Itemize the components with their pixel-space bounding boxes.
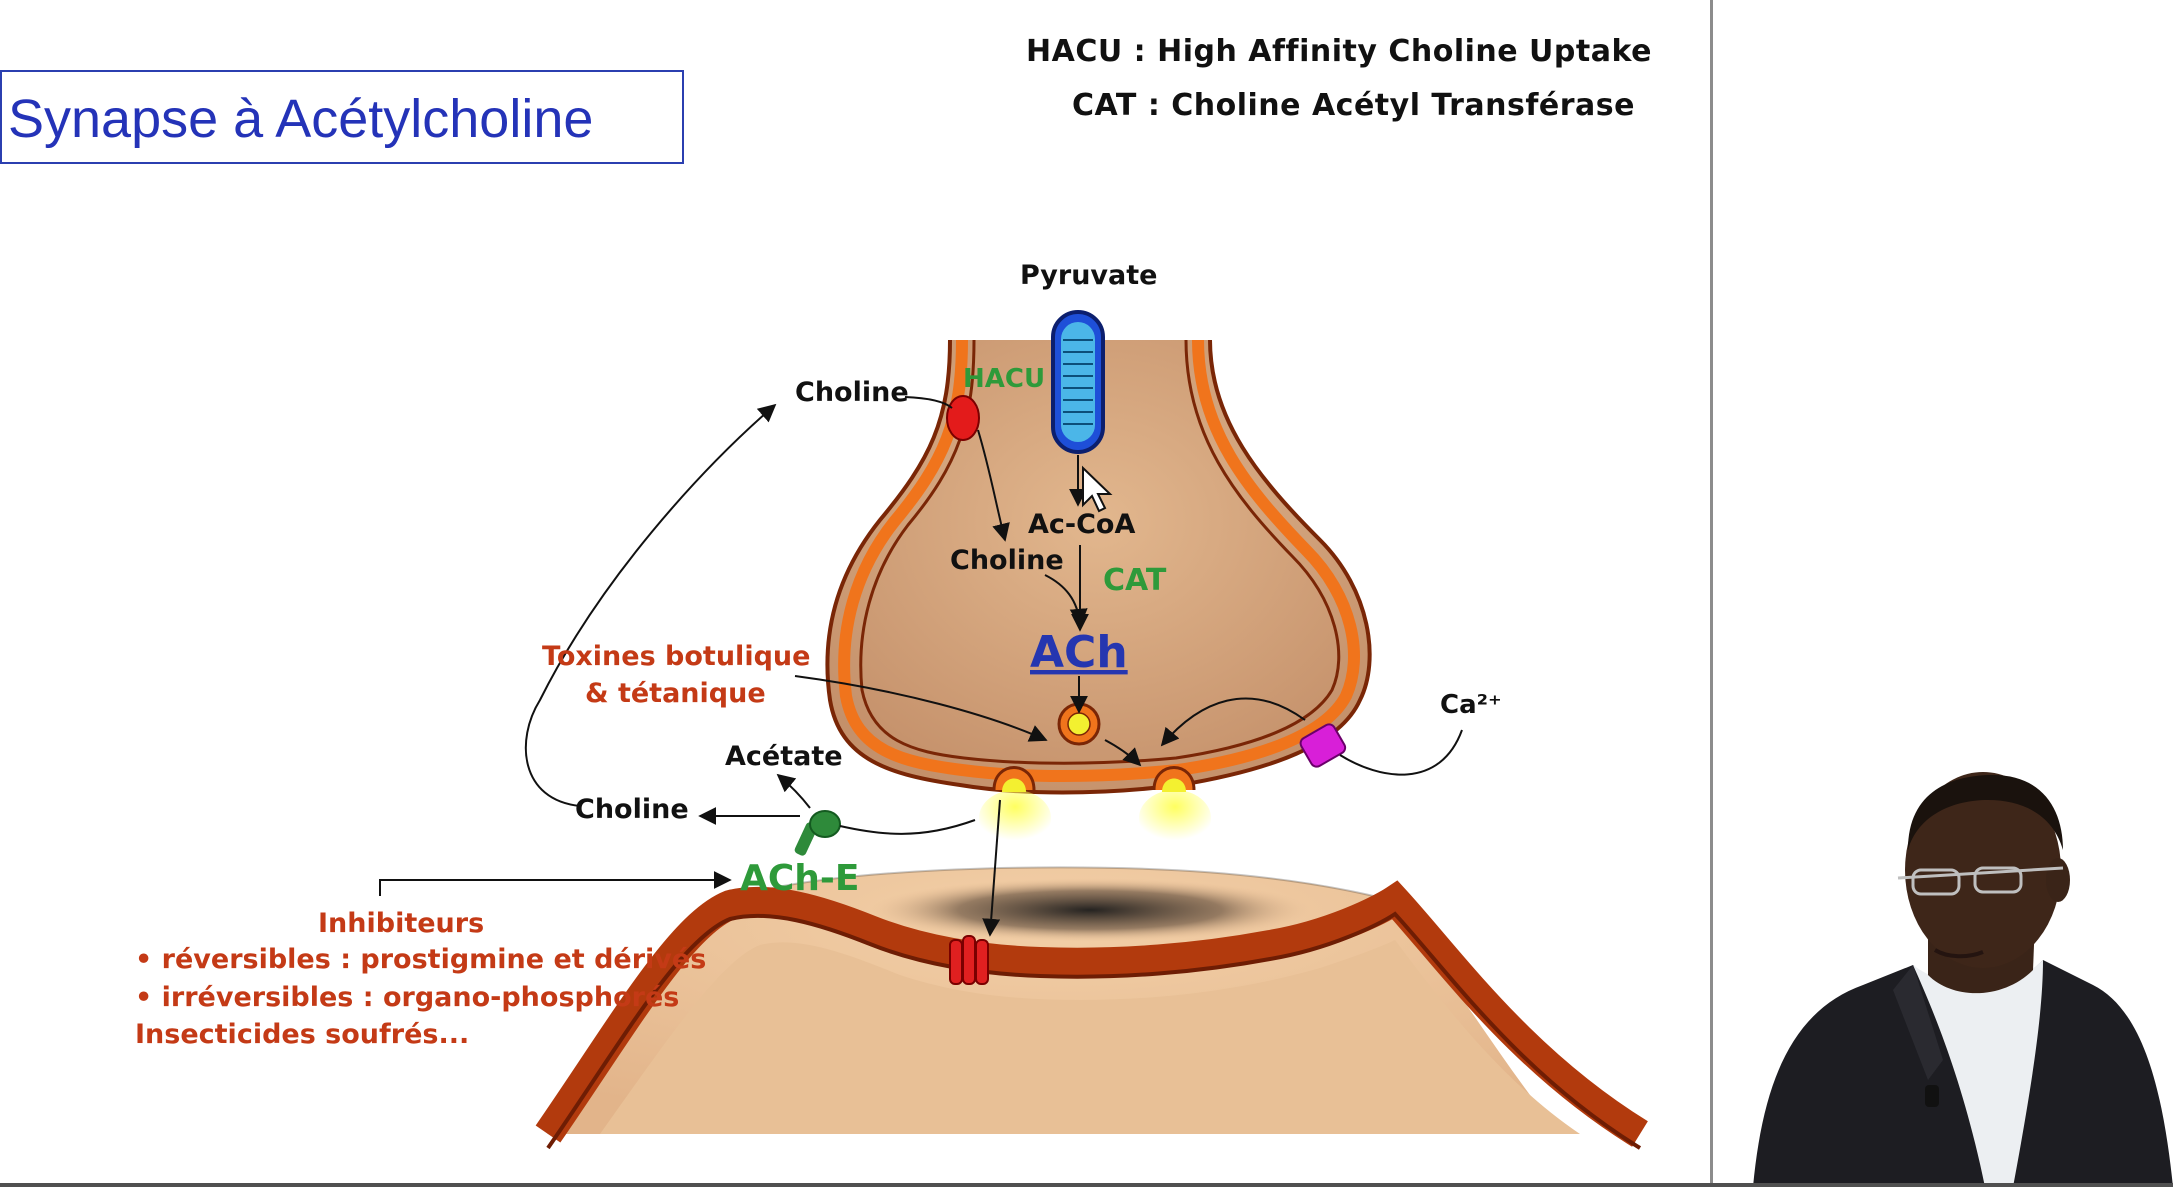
- legend-hacu: HACU : High Affinity Choline Uptake: [1026, 34, 1652, 69]
- label-accoa: Ac-CoA: [1028, 509, 1135, 540]
- arrow-choline-ach: [1044, 574, 1088, 627]
- arrow-ach-receptor: [982, 799, 1001, 937]
- label-inhibitors-reversible: • réversibles : prostigmine et dérivés: [135, 944, 706, 975]
- ach-vesicle: [1057, 702, 1101, 746]
- bottom-bar: [0, 1183, 2173, 1187]
- slide-title: Synapse à Acétylcholine: [8, 89, 594, 149]
- calcium-channel: [1299, 723, 1347, 768]
- label-inhibitors-irreversible: • irréversibles : organo-phosphorés: [135, 982, 679, 1013]
- label-choline-bottom: Choline: [575, 794, 689, 825]
- label-pyruvate: Pyruvate: [1020, 260, 1157, 291]
- label-inhibitors-insecticides: Insecticides soufrés...: [135, 1019, 469, 1050]
- label-ache: ACh-E: [740, 858, 859, 899]
- arrow-recycle-choline: [524, 403, 777, 807]
- nicotinic-receptor: [949, 935, 989, 985]
- arrow-calcium-channel: [1339, 729, 1463, 776]
- synapse-diagram: Pyruvate HACU Choline Ac-CoA Choline CAT…: [135, 260, 1648, 1150]
- slide: Synapse à Acétylcholine HACU : High Affi…: [0, 34, 1652, 1150]
- arrow-enzyme-acetate: [776, 773, 811, 809]
- arrow-choline-hacu: [904, 396, 953, 409]
- speaker-figure: [1753, 772, 2173, 1187]
- presynaptic-terminal: [825, 310, 1372, 846]
- label-calcium: Ca²⁺: [1440, 690, 1502, 720]
- label-toxins-line1: Toxines botulique: [542, 641, 810, 672]
- arrow-toxins: [794, 675, 1048, 742]
- label-ach: ACh: [1030, 627, 1128, 678]
- label-toxins-line2: & tétanique: [585, 678, 766, 709]
- fusing-vesicle-right: [1139, 766, 1211, 846]
- pathway-arrows: [379, 396, 1463, 937]
- postsynaptic-cell: [535, 866, 1648, 1150]
- speaker-video-panel: [1713, 0, 2173, 1187]
- mitochondrion: [1051, 310, 1105, 454]
- label-cat: CAT: [1103, 563, 1167, 598]
- label-acetate: Acétate: [725, 741, 843, 772]
- label-choline-inside: Choline: [950, 545, 1064, 576]
- arrow-ach-enzyme: [839, 819, 976, 835]
- mouse-cursor: [1082, 465, 1113, 513]
- legend-cat: CAT : Choline Acétyl Transférase: [1072, 88, 1635, 123]
- arrow-hacu-choline: [977, 429, 1010, 542]
- label-hacu: HACU: [963, 364, 1045, 394]
- panel-divider: [1710, 0, 1713, 1187]
- arrow-calcium-in: [1160, 697, 1306, 747]
- arrow-inhibitor: [379, 871, 732, 896]
- label-choline-top: Choline: [795, 377, 909, 408]
- ache-enzyme: [794, 810, 841, 856]
- arrow-vesicle-fusion: [1104, 739, 1142, 767]
- title-box: Synapse à Acétylcholine: [0, 70, 684, 164]
- hacu-transporter: [946, 395, 980, 441]
- label-inhibitors-title: Inhibiteurs: [318, 908, 484, 939]
